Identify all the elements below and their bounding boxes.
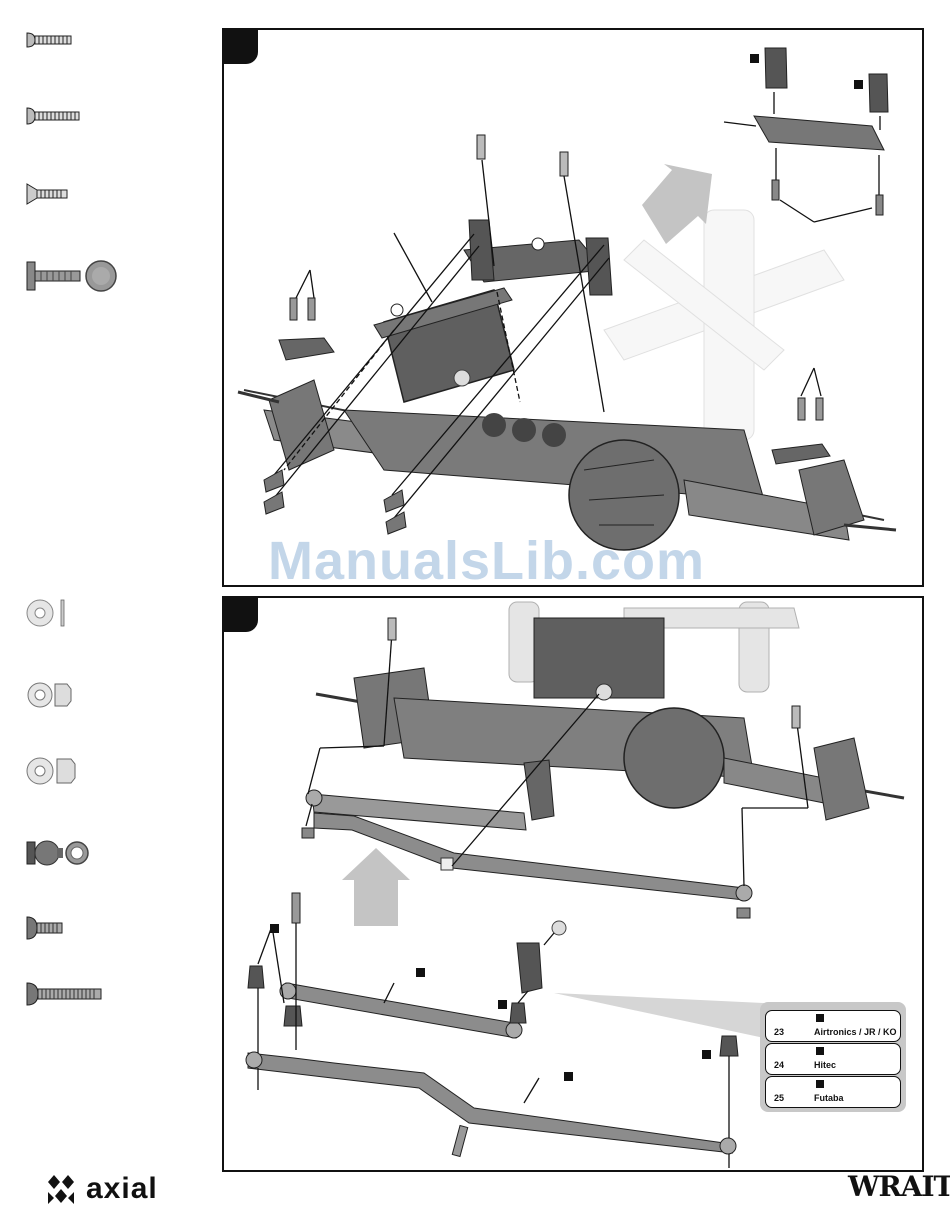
step-number-tab bbox=[224, 30, 258, 64]
serrated-locknut-icon bbox=[25, 755, 79, 787]
hardware-set-screw-washer bbox=[25, 258, 121, 294]
axial-logo: axial bbox=[44, 1172, 158, 1206]
servo-options-callout: 23 Airtronics / JR / KO 24 Hitec 25 Futa… bbox=[760, 1002, 906, 1112]
axial-logo-icon bbox=[44, 1172, 78, 1206]
servo-option-number: 23 bbox=[774, 1027, 784, 1037]
servo-option-airtronics: 23 Airtronics / JR / KO bbox=[765, 1010, 901, 1042]
part-marker bbox=[270, 924, 279, 933]
step-number-tab bbox=[224, 598, 258, 632]
part-marker bbox=[498, 1000, 507, 1009]
part-marker bbox=[816, 1014, 824, 1022]
servo-option-futaba: 25 Futaba bbox=[765, 1076, 901, 1108]
servo-option-number: 25 bbox=[774, 1093, 784, 1103]
part-marker bbox=[854, 80, 863, 89]
part-marker bbox=[816, 1080, 824, 1088]
callout-circle-left bbox=[391, 304, 403, 316]
hardware-pivot-ball bbox=[25, 838, 91, 868]
pivot-ball-icon bbox=[25, 838, 91, 868]
button-head-screw-icon bbox=[25, 30, 75, 50]
short-bolt-icon bbox=[25, 915, 65, 941]
part-marker bbox=[702, 1050, 711, 1059]
long-bolt-icon bbox=[25, 980, 105, 1008]
washer-icon bbox=[25, 598, 71, 628]
hardware-short-bolt bbox=[25, 915, 65, 941]
direction-arrow-icon bbox=[342, 848, 410, 926]
hardware-flat-head-screw bbox=[25, 182, 71, 206]
hardware-long-screw bbox=[25, 105, 83, 127]
set-screw-washer-icon bbox=[25, 258, 121, 294]
servo-option-number: 24 bbox=[774, 1060, 784, 1070]
long-screw-icon bbox=[25, 105, 83, 127]
watermark: ManualsLib.com bbox=[268, 530, 705, 592]
wraith-logo: WRAITH bbox=[848, 1170, 950, 1203]
nylon-locknut-icon bbox=[25, 680, 75, 710]
hardware-button-head-screw bbox=[25, 30, 75, 50]
part-marker bbox=[416, 968, 425, 977]
servo-option-name: Futaba bbox=[814, 1093, 844, 1103]
hardware-long-bolt bbox=[25, 980, 105, 1008]
step-panel-servo-mount bbox=[222, 28, 924, 587]
callout-circle-right bbox=[532, 238, 544, 250]
part-marker bbox=[564, 1072, 573, 1081]
hardware-nylon-locknut bbox=[25, 680, 75, 710]
logo-text: axial bbox=[86, 1172, 158, 1206]
servo-option-name: Airtronics / JR / KO bbox=[814, 1027, 897, 1037]
direction-arrow-icon bbox=[642, 164, 712, 244]
servo-option-name: Hitec bbox=[814, 1060, 836, 1070]
servo-option-hitec: 24 Hitec bbox=[765, 1043, 901, 1075]
flat-head-screw-icon bbox=[25, 182, 71, 206]
hardware-serrated-locknut bbox=[25, 755, 79, 787]
part-marker bbox=[750, 54, 759, 63]
part-marker bbox=[816, 1047, 824, 1055]
servo-mount-diagram bbox=[224, 30, 922, 585]
hardware-washer bbox=[25, 598, 71, 628]
